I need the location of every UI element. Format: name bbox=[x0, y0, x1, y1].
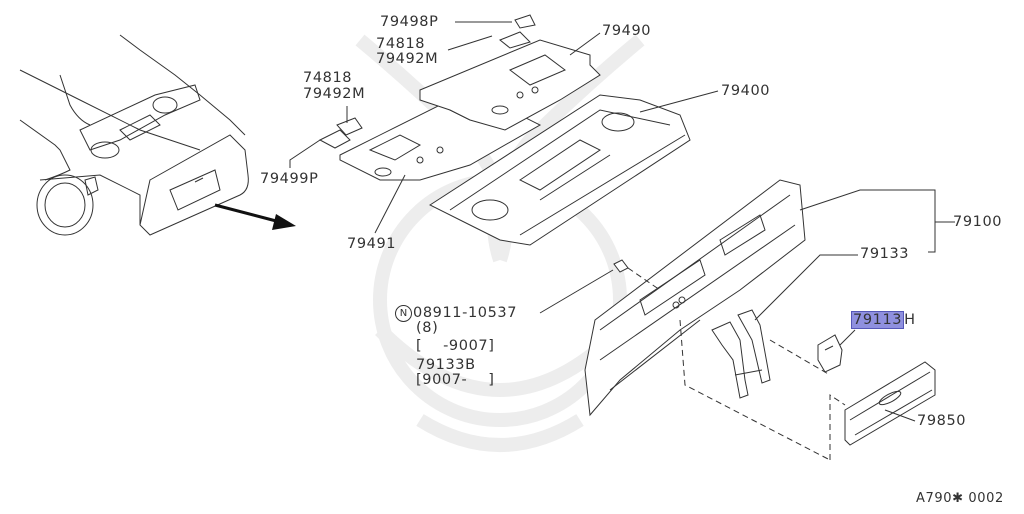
callout-79492M-left[interactable]: 79492M bbox=[303, 86, 366, 102]
callout-79400[interactable]: 79400 bbox=[721, 83, 771, 99]
callout-79113-highlighted: 79113 bbox=[851, 311, 905, 329]
part-79133-drawing bbox=[711, 309, 771, 399]
fastener-range-note: [ -9007] bbox=[416, 338, 495, 354]
direction-arrow bbox=[214, 203, 296, 230]
part-79100-drawing bbox=[584, 179, 806, 417]
diagram-reference-code: A790✱ 0002 bbox=[916, 491, 1004, 506]
callout-79133B[interactable]: 79133B bbox=[416, 357, 476, 373]
vehicle-rear-illustration bbox=[19, 34, 249, 236]
callout-79100[interactable]: 79100 bbox=[953, 214, 1003, 230]
callout-79498P[interactable]: 79498P bbox=[380, 14, 439, 30]
part-79400-drawing bbox=[428, 94, 691, 246]
part-79850-drawing bbox=[844, 361, 936, 446]
part-79113H-drawing bbox=[817, 334, 843, 373]
callout-74818-left[interactable]: 74818 bbox=[303, 70, 353, 86]
callout-79113-suffix: H bbox=[904, 312, 916, 328]
alt-part-range-note: [9007- ] bbox=[416, 372, 495, 388]
callout-79492M-top[interactable]: 79492M bbox=[376, 51, 439, 67]
fastener-quantity: (8) bbox=[416, 320, 439, 336]
callout-74818-top[interactable]: 74818 bbox=[376, 36, 426, 52]
assembly-guides bbox=[627, 267, 846, 461]
callout-79491[interactable]: 79491 bbox=[347, 236, 397, 252]
part-79490-drawing bbox=[419, 14, 601, 131]
callout-79133[interactable]: 79133 bbox=[860, 246, 910, 262]
callout-79490[interactable]: 79490 bbox=[602, 23, 652, 39]
fastener-part-number: 08911-10537 bbox=[413, 305, 518, 321]
leader-lines bbox=[289, 21, 955, 422]
n-symbol-icon: N bbox=[395, 305, 412, 322]
callout-79499P[interactable]: 79499P bbox=[260, 171, 319, 187]
callout-79850[interactable]: 79850 bbox=[917, 413, 967, 429]
